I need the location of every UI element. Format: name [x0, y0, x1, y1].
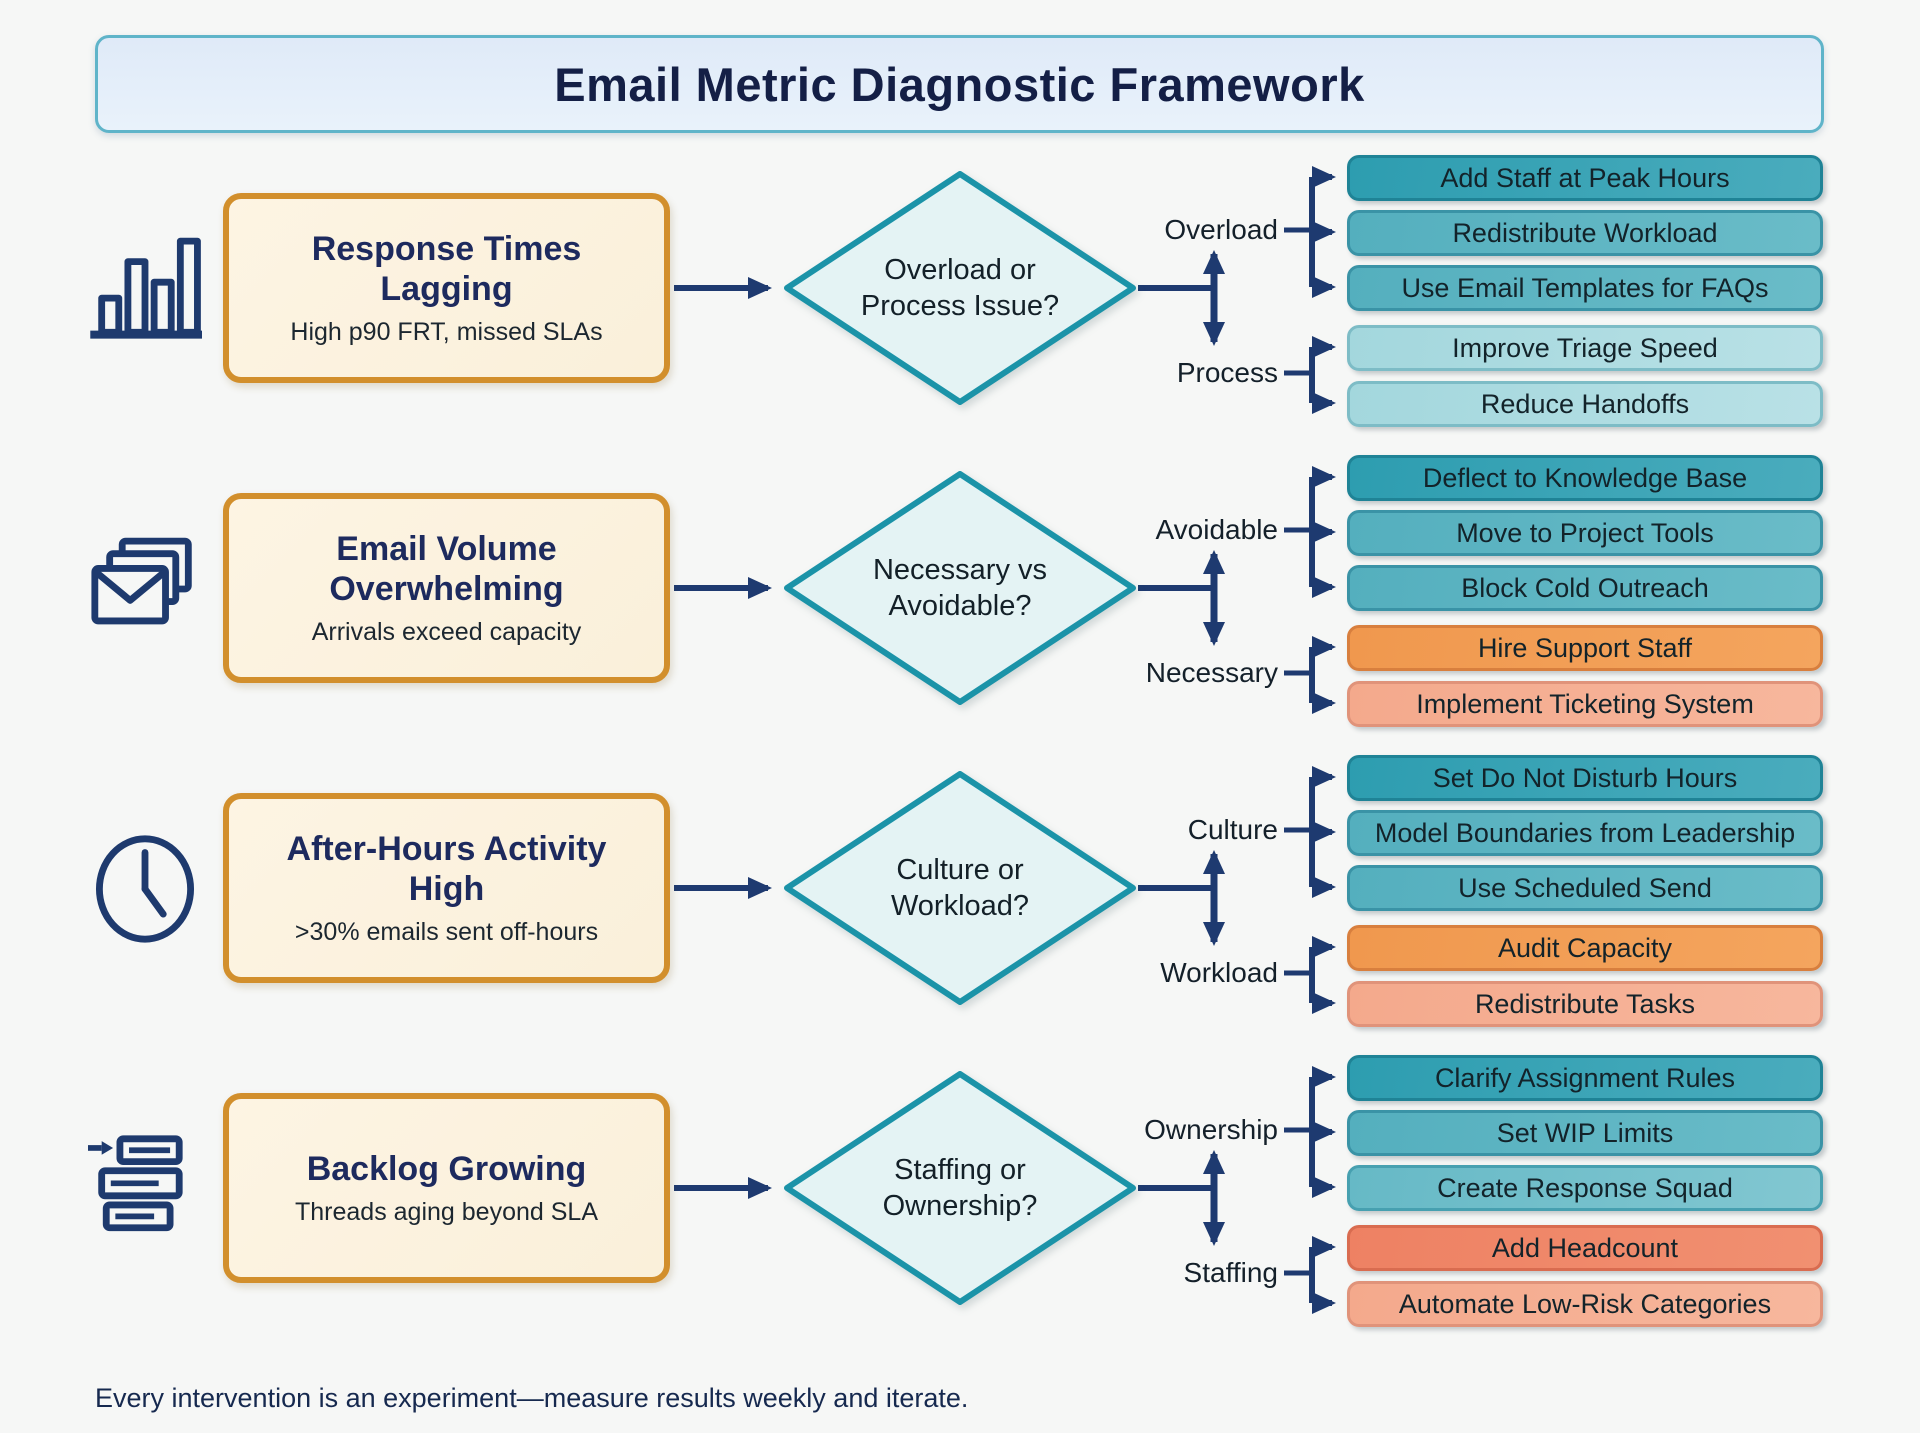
branch-label-bottom: Necessary: [1145, 657, 1278, 688]
action-label: Redistribute Tasks: [1474, 988, 1696, 1019]
action-box: Use Email Templates for FAQs: [1347, 265, 1823, 311]
decision-label: Necessary vs Avoidable?: [872, 553, 1048, 622]
decision-diamond: Culture or Workload?: [783, 770, 1137, 1006]
action-label: Add Staff at Peak Hours: [1440, 162, 1730, 193]
branch-label-bottom: Workload: [1160, 957, 1278, 988]
problem-title: Email Volume Overwhelming: [329, 529, 564, 608]
problem-subtitle: High p90 FRT, missed SLAs: [290, 318, 603, 347]
page-title: Email Metric Diagnostic Framework: [554, 57, 1365, 111]
decision-label: Culture or Workload?: [890, 853, 1030, 922]
action-label: Hire Support Staff: [1477, 632, 1693, 663]
problem-subtitle: Arrivals exceed capacity: [311, 618, 582, 647]
decision-label: Overload or Process Issue?: [860, 253, 1060, 322]
action-box: Hire Support Staff: [1347, 625, 1823, 671]
diamond-shape: [784, 771, 1136, 1005]
clock-icon: [95, 835, 195, 943]
problem-title: Backlog Growing: [306, 1149, 587, 1188]
action-box: Redistribute Tasks: [1347, 981, 1823, 1027]
action-label: Create Response Squad: [1437, 1172, 1733, 1203]
action-box: Set WIP Limits: [1347, 1110, 1823, 1156]
action-box: Deflect to Knowledge Base: [1347, 455, 1823, 501]
action-label: Clarify Assignment Rules: [1434, 1062, 1736, 1093]
action-label: Block Cold Outreach: [1461, 572, 1709, 603]
decision-diamond: Necessary vs Avoidable?: [783, 470, 1137, 706]
action-box: Block Cold Outreach: [1347, 565, 1823, 611]
action-label: Model Boundaries from Leadership: [1374, 817, 1796, 848]
action-label: Redistribute Workload: [1452, 217, 1718, 248]
diamond-shape: [784, 171, 1136, 405]
action-label: Automate Low-Risk Categories: [1398, 1288, 1772, 1319]
problem-box: Email Volume Overwhelming Arrivals excee…: [223, 493, 670, 683]
envelopes-icon: [91, 537, 192, 625]
diamond-shape: [784, 471, 1136, 705]
problem-title: After-Hours Activity High: [286, 829, 607, 908]
action-box: Use Scheduled Send: [1347, 865, 1823, 911]
branch-label-bottom: Staffing: [1183, 1257, 1278, 1288]
action-box: Move to Project Tools: [1347, 510, 1823, 556]
problem-subtitle: >30% emails sent off-hours: [294, 918, 599, 947]
action-label: Use Scheduled Send: [1458, 872, 1712, 903]
action-label: Add Headcount: [1491, 1232, 1679, 1263]
action-box: Audit Capacity: [1347, 925, 1823, 971]
action-box: Automate Low-Risk Categories: [1347, 1281, 1823, 1327]
action-label: Use Email Templates for FAQs: [1401, 272, 1769, 303]
action-box: Clarify Assignment Rules: [1347, 1055, 1823, 1101]
problem-box: After-Hours Activity High >30% emails se…: [223, 793, 670, 983]
branch-label-top: Ownership: [1144, 1114, 1278, 1145]
action-label: Improve Triage Speed: [1452, 332, 1718, 363]
title-banner: Email Metric Diagnostic Framework: [95, 35, 1824, 133]
action-label: Set WIP Limits: [1496, 1117, 1674, 1148]
decision-diamond: Staffing or Ownership?: [783, 1070, 1137, 1306]
action-box: Set Do Not Disturb Hours: [1347, 755, 1823, 801]
decision-label: Staffing or Ownership?: [882, 1153, 1038, 1222]
action-label: Set Do Not Disturb Hours: [1432, 762, 1738, 793]
branch-label-top: Avoidable: [1155, 514, 1278, 545]
problem-box: Backlog Growing Threads aging beyond SLA: [223, 1093, 670, 1283]
action-label: Deflect to Knowledge Base: [1422, 462, 1748, 493]
action-label: Implement Ticketing System: [1416, 688, 1754, 719]
action-box: Create Response Squad: [1347, 1165, 1823, 1211]
decision-diamond: Overload or Process Issue?: [783, 170, 1137, 406]
action-label: Move to Project Tools: [1456, 517, 1714, 548]
branch-label-bottom: Process: [1176, 357, 1278, 388]
action-box: Reduce Handoffs: [1347, 381, 1823, 427]
diamond-shape: [784, 1071, 1136, 1305]
backlog-icon: [88, 1135, 183, 1232]
problem-box: Response Times Lagging High p90 FRT, mis…: [223, 193, 670, 383]
branch-label-top: Overload: [1164, 214, 1278, 245]
action-box: Redistribute Workload: [1347, 210, 1823, 256]
footer-note: Every intervention is an experiment—meas…: [95, 1383, 969, 1413]
action-box: Model Boundaries from Leadership: [1347, 810, 1823, 856]
bar-chart-icon: [90, 237, 202, 339]
action-box: Add Headcount: [1347, 1225, 1823, 1271]
action-box: Implement Ticketing System: [1347, 681, 1823, 727]
action-label: Reduce Handoffs: [1480, 388, 1690, 419]
problem-subtitle: Threads aging beyond SLA: [295, 1198, 598, 1227]
action-box: Improve Triage Speed: [1347, 325, 1823, 371]
action-box: Add Staff at Peak Hours: [1347, 155, 1823, 201]
action-label: Audit Capacity: [1497, 932, 1673, 963]
problem-title: Response Times Lagging: [311, 229, 582, 308]
branch-label-top: Culture: [1187, 814, 1278, 845]
